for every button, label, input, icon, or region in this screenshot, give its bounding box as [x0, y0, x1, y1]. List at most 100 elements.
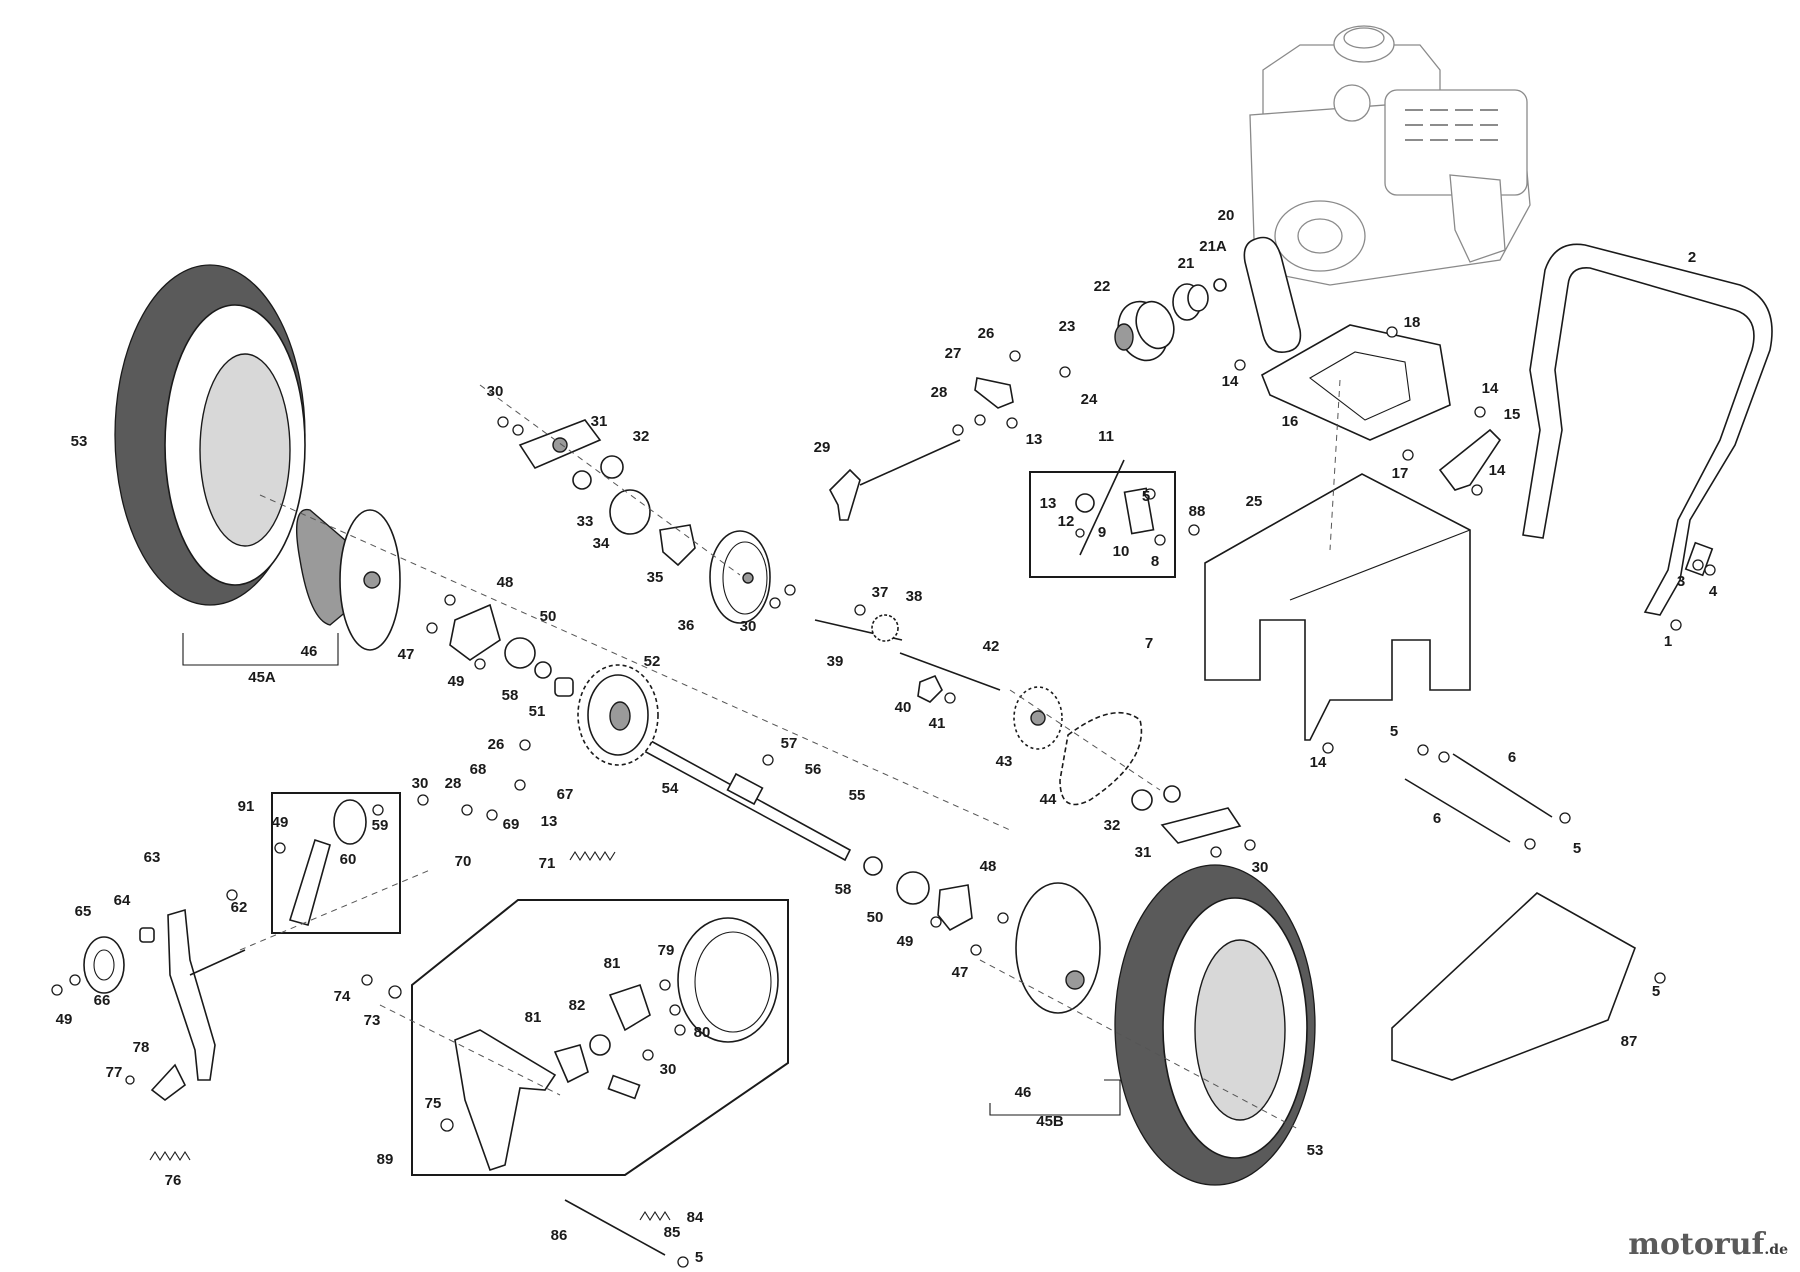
- part-label-32: 32: [1104, 817, 1121, 834]
- part-label-30: 30: [412, 775, 429, 792]
- hub-part-34: [609, 489, 651, 535]
- bracket-part-15: [1438, 428, 1502, 491]
- part-label-37: 37: [872, 584, 889, 601]
- shaft-part-42: [899, 652, 1001, 691]
- part-label-14: 14: [1482, 380, 1499, 397]
- part-label-38: 38: [906, 588, 923, 605]
- part-label-46: 46: [1015, 1084, 1032, 1101]
- part-label-6: 6: [1433, 810, 1441, 827]
- logo-text: motoruf: [1628, 1227, 1765, 1262]
- part-label-31: 31: [1135, 844, 1152, 861]
- kit-box-88: [1029, 471, 1176, 578]
- part-label-21: 21: [1178, 255, 1195, 272]
- part-label-26: 26: [978, 325, 995, 342]
- part-label-42: 42: [983, 638, 1000, 655]
- part-label-14: 14: [1222, 373, 1239, 390]
- spacer-part-58-left: [534, 661, 552, 679]
- pulley-part-79: [677, 917, 779, 1043]
- motoruf-logo: motoruf.de: [1628, 1227, 1788, 1262]
- part-label-30: 30: [740, 618, 757, 635]
- part-label-24: 24: [1081, 391, 1098, 408]
- part-label-88: 88: [1189, 503, 1206, 520]
- part-label-86: 86: [551, 1227, 568, 1244]
- part-label-58: 58: [835, 881, 852, 898]
- spring-part-76: [149, 1150, 191, 1162]
- kit-box-89: [411, 899, 789, 1176]
- chain-part-44: [1059, 712, 1143, 806]
- part-label-7: 7: [1145, 635, 1153, 652]
- part-label-10: 10: [1113, 543, 1130, 560]
- part-label-14: 14: [1310, 754, 1327, 771]
- pulley-part-21: [1172, 278, 1227, 321]
- spacer-part-58-right: [863, 856, 883, 876]
- cover-plate-part-87: [1391, 892, 1636, 1081]
- sprocket-part-40: [917, 674, 943, 703]
- drive-belt-part-20: [1243, 236, 1302, 353]
- bearing-part-50-right: [896, 871, 930, 905]
- part-label-55: 55: [849, 787, 866, 804]
- part-label-82: 82: [569, 997, 586, 1014]
- part-label-32: 32: [633, 428, 650, 445]
- part-label-5: 5: [1652, 983, 1660, 1000]
- part-label-33: 33: [577, 513, 594, 530]
- part-label-34: 34: [593, 535, 610, 552]
- part-label-47: 47: [398, 646, 415, 663]
- part-label-80: 80: [694, 1024, 711, 1041]
- part-label-35: 35: [647, 569, 664, 586]
- part-label-50: 50: [540, 608, 557, 625]
- part-label-78: 78: [133, 1039, 150, 1056]
- part-label-18: 18: [1404, 314, 1421, 331]
- part-label-87: 87: [1621, 1033, 1638, 1050]
- disc-plate-part-36: [709, 530, 771, 624]
- part-label-29: 29: [814, 439, 831, 456]
- part-label-27: 27: [945, 345, 962, 362]
- part-label-68: 68: [470, 761, 487, 778]
- part-label-63: 63: [144, 849, 161, 866]
- part-label-57: 57: [781, 735, 798, 752]
- part-label-30: 30: [660, 1061, 677, 1078]
- part-label-67: 67: [557, 786, 574, 803]
- part-label-11: 11: [1098, 428, 1114, 445]
- bearing-part-50-left: [504, 637, 536, 669]
- part-label-49: 49: [448, 673, 465, 690]
- rod-part-6-lower: [1404, 778, 1511, 843]
- bracket-part-35: [659, 524, 696, 567]
- part-label-49: 49: [272, 814, 289, 831]
- part-label-43: 43: [996, 753, 1013, 770]
- part-label-5: 5: [1142, 488, 1150, 505]
- part-label-66: 66: [94, 992, 111, 1009]
- mounting-plate-part-16: [1260, 324, 1451, 441]
- part-label-8: 8: [1151, 553, 1159, 570]
- bearing-flange-part-48-left: [449, 603, 501, 661]
- part-label-20: 20: [1218, 207, 1235, 224]
- part-label-48: 48: [497, 574, 514, 591]
- part-label-17: 17: [1392, 465, 1409, 482]
- gear-part-52: [577, 664, 659, 766]
- part-label-13: 13: [1040, 495, 1057, 512]
- part-label-36: 36: [678, 617, 695, 634]
- part-label-5: 5: [695, 1249, 703, 1266]
- shaft-part-54: [631, 733, 852, 862]
- part-label-69: 69: [503, 816, 520, 833]
- part-label-30: 30: [487, 383, 504, 400]
- part-label-52: 52: [644, 653, 661, 670]
- part-label-41: 41: [929, 715, 946, 732]
- part-label-30: 30: [1252, 859, 1269, 876]
- part-label-81: 81: [604, 955, 621, 972]
- part-label-79: 79: [658, 942, 675, 959]
- part-label-76: 76: [165, 1172, 182, 1189]
- part-label-5: 5: [1573, 840, 1581, 857]
- bracket-part-63: [167, 908, 216, 1081]
- engine-outline: [1249, 25, 1531, 286]
- part-label-64: 64: [114, 892, 131, 909]
- part-label-89: 89: [377, 1151, 394, 1168]
- part-label-47: 47: [952, 964, 969, 981]
- lever-part-29: [829, 468, 861, 521]
- lever-part-27: [974, 377, 1014, 409]
- part-label-85: 85: [664, 1224, 681, 1241]
- spring-part-71: [569, 850, 616, 862]
- part-label-65: 65: [75, 903, 92, 920]
- part-label-49: 49: [56, 1011, 73, 1028]
- part-label-56: 56: [805, 761, 822, 778]
- part-label-48: 48: [980, 858, 997, 875]
